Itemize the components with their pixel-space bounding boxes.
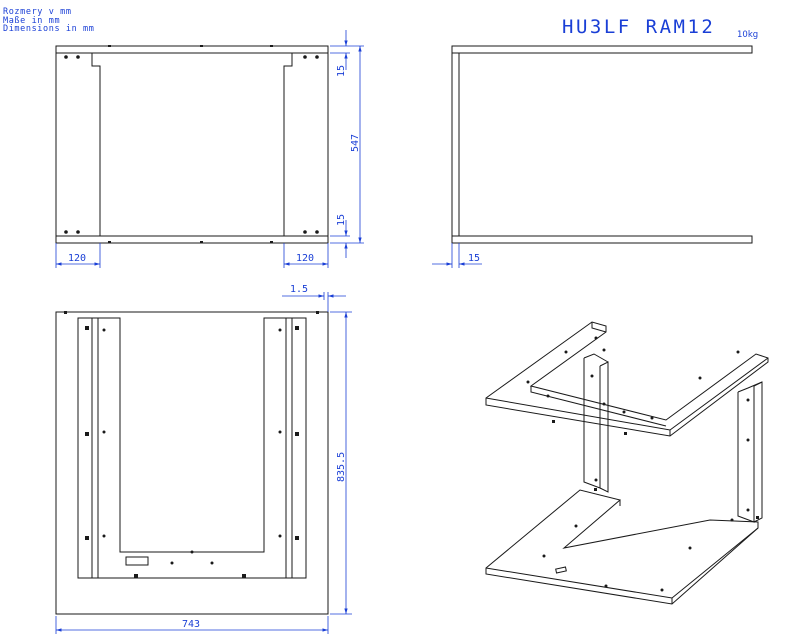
plan-right-rail [285,317,293,579]
dim-plan-width: 743 [182,619,200,630]
plan-base-plate [55,311,329,615]
plan-left-rail [91,317,99,579]
iso-top-frame [485,321,769,437]
dim-plan-offset: 1.5 [290,284,308,295]
dim-front-bottom: 15 [336,214,347,226]
dim-front-width-right: 120 [296,253,314,264]
plan-view [55,311,329,615]
side-top-plate [451,45,753,54]
weight-label: 10kg [737,30,759,40]
drawing-title: HU3LF RAM12 [562,16,716,38]
units-note: Rozmery v mm Maße in mm Dimensions in mm [3,8,94,34]
plan-frame-outline [77,317,307,579]
front-dimensions [55,30,364,268]
iso-holes [526,336,759,592]
side-bottom-plate [451,235,753,244]
plan-dimensions [55,292,352,634]
side-upright [451,52,460,237]
iso-right-upright [737,381,763,523]
front-screw-holes [64,45,319,243]
front-left-upright [91,53,101,236]
side-view [451,45,753,244]
front-right-upright [283,53,293,236]
dim-side-thickness: 15 [468,253,480,264]
dim-front-height: 547 [350,134,361,152]
side-dimensions [432,243,482,268]
dim-plan-depth: 835.5 [336,452,347,482]
front-top-plate [55,45,329,54]
iso-left-upright [583,353,609,493]
isometric-view [485,321,769,605]
units-line-en: Dimensions in mm [3,24,95,34]
iso-handle-slot [555,566,567,574]
iso-base-plate [485,489,759,605]
plan-handle-slot [125,556,149,566]
plan-screw-holes [64,311,319,578]
front-bottom-plate [55,235,329,244]
dim-front-width-left: 120 [68,253,86,264]
units-line-cz: Rozmery v mm [3,7,72,17]
front-view [55,45,329,244]
units-line-de: Maße in mm [3,15,61,26]
dim-front-top: 15 [336,65,347,77]
